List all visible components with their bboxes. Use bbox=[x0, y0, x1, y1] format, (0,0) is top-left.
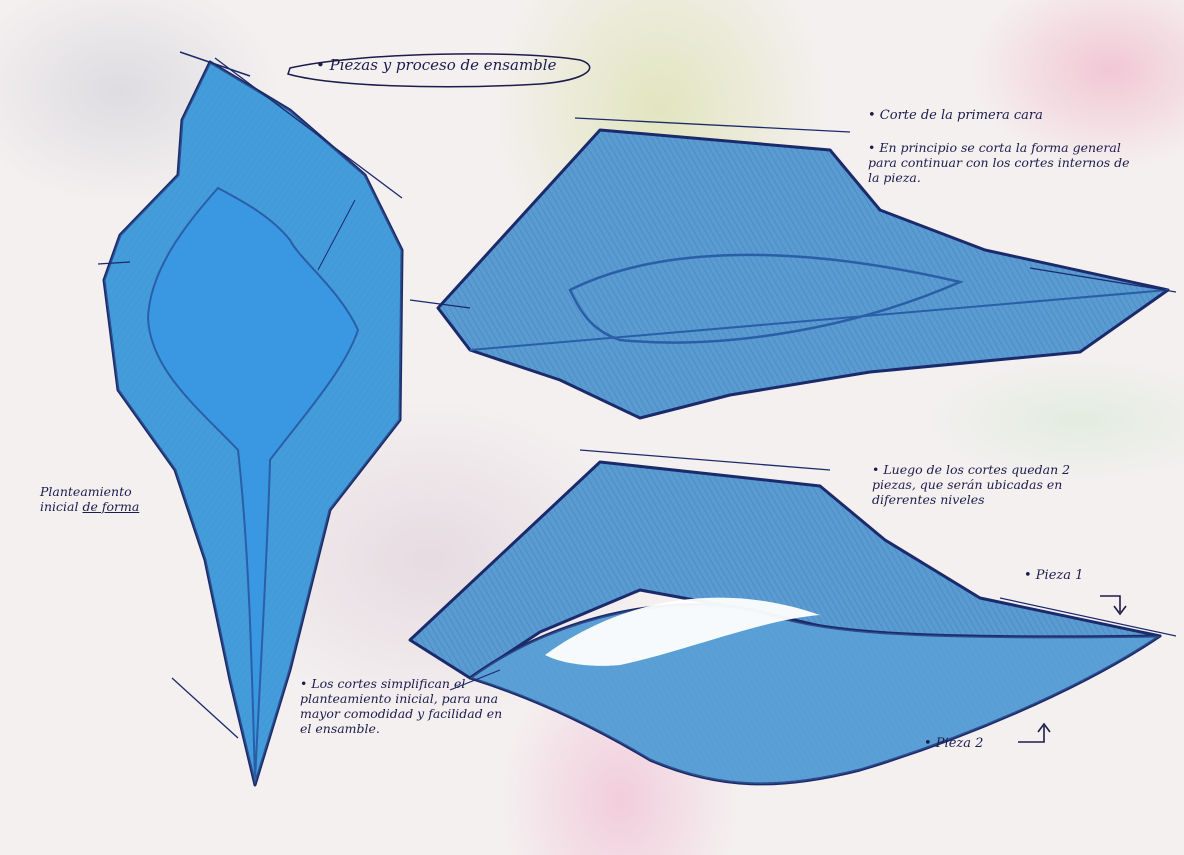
planning-underlined: de forma bbox=[82, 499, 139, 514]
piece2-label: • Pieza 2 bbox=[924, 736, 983, 751]
cut-first-note: • Corte de la primera cara bbox=[868, 108, 1118, 124]
simplify-note: • Los cortes simplifican el planteamient… bbox=[300, 676, 510, 736]
piece1-arrow-icon bbox=[1100, 596, 1126, 614]
cut-detail-note: • En principio se corta la forma general… bbox=[868, 140, 1138, 185]
piece2-arrow-icon bbox=[1018, 724, 1050, 742]
piece1-label: • Pieza 1 bbox=[1024, 568, 1083, 583]
title-note: • Piezas y proceso de ensamble bbox=[316, 56, 576, 74]
planning-note: Planteamiento inicial de forma bbox=[40, 484, 170, 514]
after-cuts-note: • Luego de los cortes quedan 2 piezas, q… bbox=[872, 462, 1112, 507]
